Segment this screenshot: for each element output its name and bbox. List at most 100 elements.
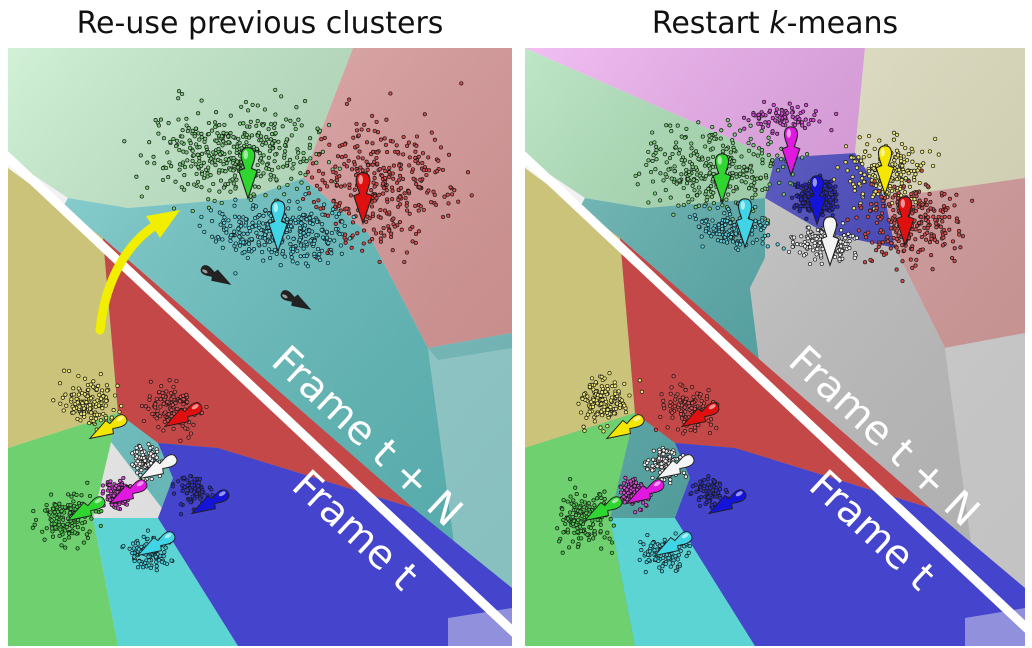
data-point: [633, 510, 638, 515]
data-point: [127, 546, 132, 551]
data-point: [705, 394, 710, 399]
data-point: [396, 197, 401, 202]
data-point: [145, 160, 150, 165]
data-point: [795, 104, 800, 110]
data-point: [217, 152, 223, 157]
data-point: [273, 152, 278, 157]
data-point: [696, 120, 701, 125]
data-point: [847, 239, 852, 244]
data-point: [82, 376, 88, 381]
data-point: [259, 138, 264, 143]
data-point: [695, 193, 700, 198]
data-point: [226, 218, 231, 223]
data-point: [668, 400, 673, 405]
data-point: [326, 240, 331, 245]
data-point: [181, 393, 186, 398]
data-point: [766, 135, 771, 140]
data-point: [707, 431, 713, 436]
data-point: [561, 530, 566, 535]
data-point: [766, 120, 771, 125]
data-point: [137, 444, 142, 449]
data-point: [360, 248, 365, 253]
data-point: [943, 231, 948, 236]
data-point: [258, 156, 264, 161]
data-point: [700, 134, 705, 139]
data-point: [383, 142, 388, 147]
data-point: [789, 195, 795, 200]
data-point: [436, 158, 441, 163]
data-point: [206, 197, 211, 202]
data-point: [669, 385, 674, 390]
data-point: [321, 171, 326, 176]
data-point: [775, 153, 780, 158]
data-point: [576, 541, 581, 547]
data-point: [394, 143, 399, 148]
region-lower-blue: [158, 443, 512, 646]
centroid-marker-icon: [136, 531, 176, 557]
data-point: [926, 208, 931, 213]
data-point: [370, 237, 375, 242]
data-point: [850, 174, 855, 179]
data-point: [643, 502, 648, 507]
data-point: [188, 474, 193, 479]
data-point: [728, 150, 733, 155]
data-point: [663, 172, 668, 177]
data-point: [324, 235, 330, 240]
data-point: [181, 402, 186, 407]
data-point: [789, 110, 795, 115]
data-point: [779, 157, 784, 162]
data-point: [195, 152, 200, 157]
data-point: [781, 246, 786, 251]
data-point: [196, 487, 201, 492]
data-point: [798, 207, 803, 212]
data-point: [171, 384, 176, 389]
point-cloud: [555, 99, 975, 575]
data-point: [889, 241, 894, 246]
frame-divider: [525, 151, 1025, 633]
data-point: [325, 260, 330, 266]
data-point: [673, 554, 678, 559]
data-point: [171, 394, 176, 399]
data-point: [49, 492, 54, 497]
data-point: [668, 564, 673, 569]
data-point: [593, 380, 598, 385]
data-point: [587, 384, 592, 389]
data-point: [613, 383, 618, 388]
data-point: [284, 117, 289, 122]
data-point: [154, 455, 159, 460]
data-point: [912, 168, 917, 173]
data-point: [190, 148, 195, 153]
data-point: [433, 202, 439, 207]
data-point: [156, 131, 161, 136]
data-point: [952, 259, 957, 264]
data-point: [319, 227, 324, 233]
data-point: [398, 186, 403, 191]
data-point: [342, 142, 348, 147]
data-point: [862, 179, 867, 184]
data-point: [324, 229, 329, 234]
data-point: [171, 411, 176, 416]
data-point: [351, 215, 356, 220]
data-point: [917, 229, 922, 234]
data-point: [581, 424, 586, 429]
data-point: [189, 164, 194, 169]
centroid-marker-icon: [875, 145, 895, 196]
data-point: [806, 191, 811, 196]
data-point: [858, 170, 863, 175]
centroid-marker-icon: [735, 198, 755, 249]
data-point: [873, 183, 879, 188]
data-point: [692, 188, 697, 193]
data-point: [214, 138, 219, 143]
data-point: [359, 127, 364, 132]
data-point: [152, 161, 157, 166]
data-point: [893, 192, 898, 197]
data-point: [178, 502, 183, 507]
data-point: [235, 144, 240, 149]
data-point: [465, 170, 471, 175]
data-point: [100, 483, 105, 488]
data-point: [608, 398, 614, 403]
centroid-marker-icon: [138, 454, 178, 480]
data-point: [356, 133, 361, 138]
data-point: [710, 164, 716, 170]
data-point: [274, 251, 279, 256]
